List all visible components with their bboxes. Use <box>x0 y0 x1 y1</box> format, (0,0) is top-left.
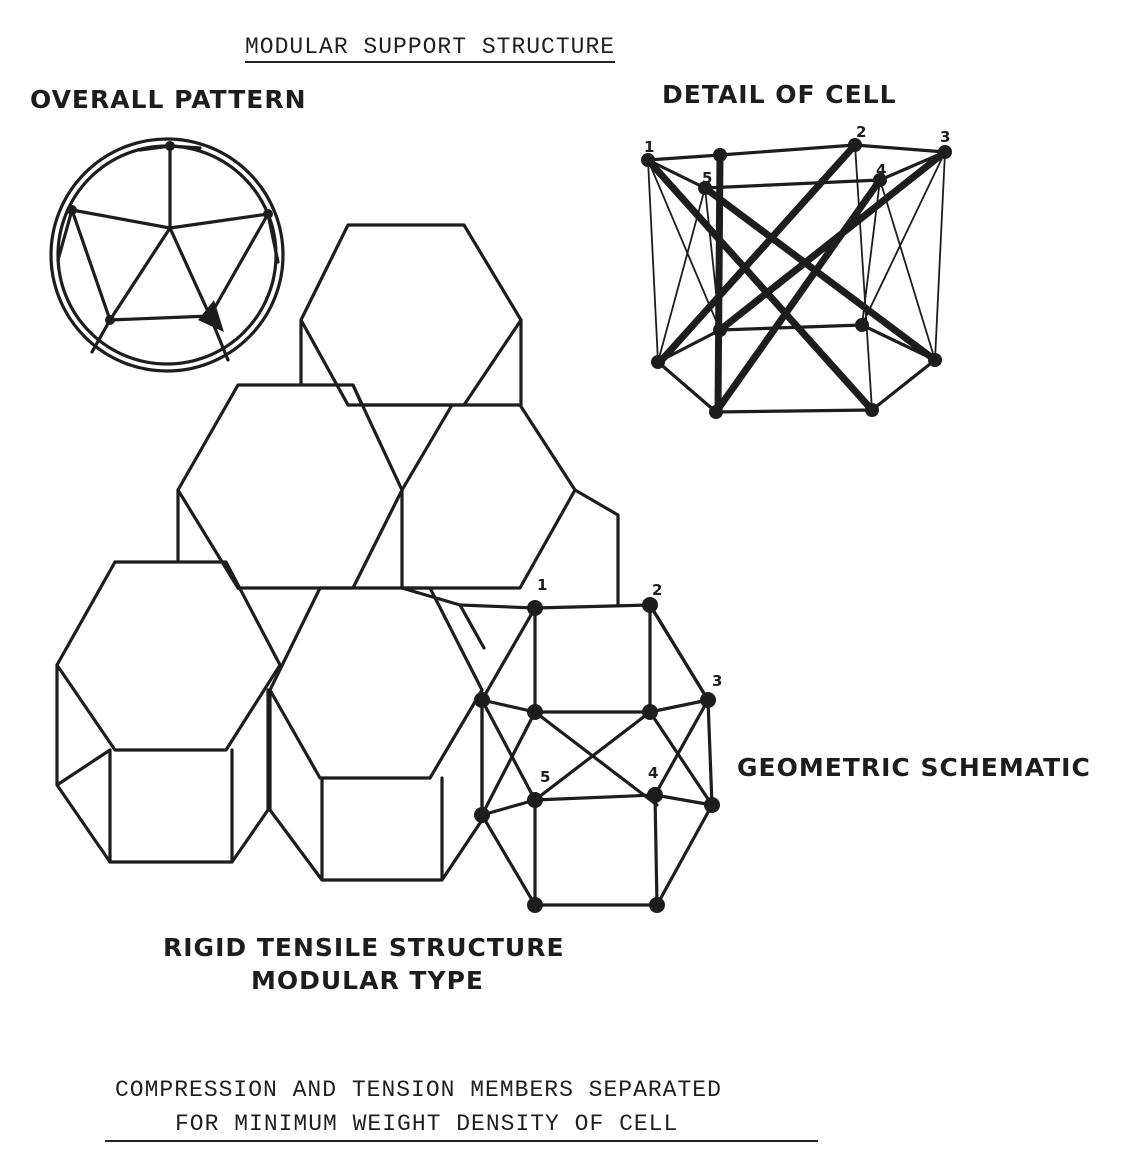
geometric-schematic-label: GEOMETRIC SCHEMATIC <box>737 753 1091 782</box>
schematic-node-number-5: 5 <box>540 768 550 786</box>
schematic-node-number-2: 2 <box>652 581 662 599</box>
hexagonal-prism-stack <box>55 223 620 882</box>
cell-node-number-4: 4 <box>876 161 886 179</box>
cell-node-number-3: 3 <box>940 128 950 146</box>
detail-of-cell-drawing: 1 2 3 4 5 <box>641 123 952 419</box>
detail-of-cell-label: DETAIL OF CELL <box>662 80 897 109</box>
schematic-node-number-4: 4 <box>648 764 658 782</box>
schematic-node-number-1: 1 <box>537 576 547 594</box>
page-title: MODULAR SUPPORT STRUCTURE <box>245 34 616 63</box>
rigid-structure-caption-line1: RIGID TENSILE STRUCTURE <box>163 933 565 962</box>
schematic-nodes <box>474 597 720 913</box>
footer-caption-line2: FOR MINIMUM WEIGHT DENSITY OF CELL <box>175 1111 679 1137</box>
overall-pattern-label: OVERALL PATTERN <box>30 85 307 114</box>
overall-pattern-sphere <box>49 137 285 373</box>
cell-node-number-5: 5 <box>702 169 712 187</box>
schematic-node-number-3: 3 <box>712 672 722 690</box>
cell-nodes <box>641 138 952 419</box>
cell-node-number-1: 1 <box>644 138 654 156</box>
geometric-schematic: 1 2 3 4 5 <box>458 576 722 913</box>
footer-caption-line1: COMPRESSION AND TENSION MEMBERS SEPARATE… <box>115 1077 722 1103</box>
footer-underline <box>105 1140 818 1142</box>
rigid-structure-caption-line2: MODULAR TYPE <box>251 966 484 995</box>
cell-node-number-2: 2 <box>856 123 866 141</box>
